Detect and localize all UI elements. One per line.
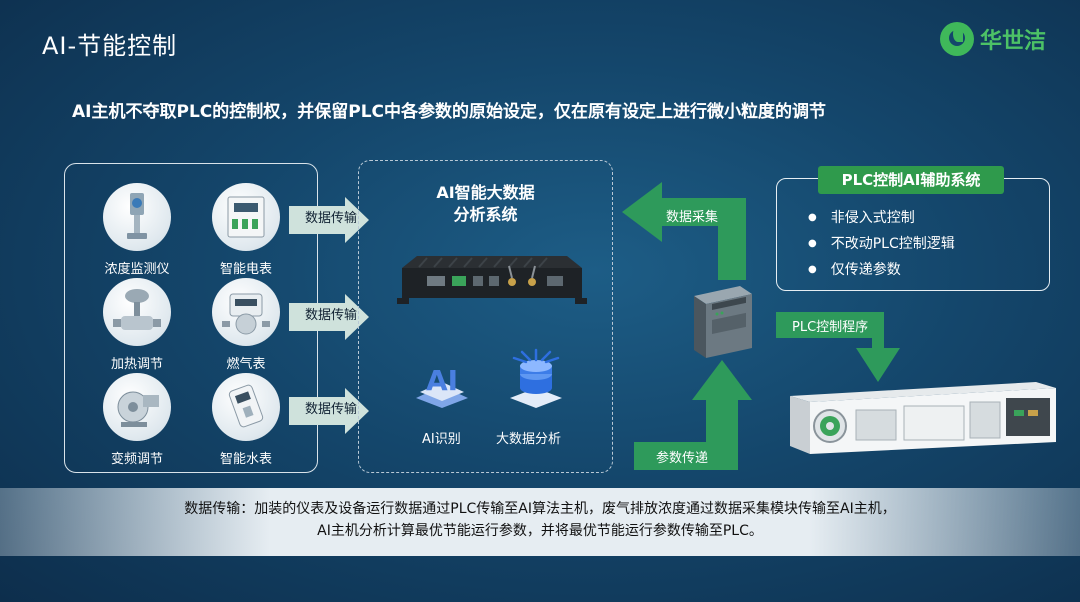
device-concentration-monitor: 浓度监测仪 bbox=[92, 183, 182, 277]
plc-assist-item: 仅传递参数 bbox=[808, 258, 955, 284]
page-title: AI-节能控制 bbox=[42, 26, 177, 61]
transfer-arrow-2: 数据传输 bbox=[289, 294, 369, 344]
device-label: 变频调节 bbox=[92, 448, 182, 467]
device-label: 智能水表 bbox=[201, 448, 291, 467]
data-collect-arrow bbox=[622, 182, 752, 282]
brand-name: 华世洁 bbox=[980, 23, 1046, 55]
bottom-description-line1: 数据传输：加装的仪表及设备运行数据通过PLC传输至AI算法主机，废气排放浓度通过… bbox=[0, 498, 1080, 520]
transfer-label: 数据传输 bbox=[305, 398, 357, 417]
ai-host-computer-icon bbox=[397, 246, 587, 320]
device-label: 燃气表 bbox=[201, 353, 291, 372]
transfer-label: 数据传输 bbox=[305, 207, 357, 226]
device-label: 浓度监测仪 bbox=[92, 258, 182, 277]
bottom-description: 数据传输：加装的仪表及设备运行数据通过PLC传输至AI算法主机，废气排放浓度通过… bbox=[0, 498, 1080, 542]
bottom-description-line2: AI主机分析计算最优节能运行参数，并将最优节能运行参数传输至PLC。 bbox=[0, 520, 1080, 542]
ai-system-title: AI智能大数据 分析系统 bbox=[358, 182, 613, 226]
equipment-cabinet-icon bbox=[786, 380, 1058, 460]
plc-program-label: PLC控制程序 bbox=[792, 316, 868, 335]
device-vfd: 变频调节 bbox=[92, 373, 182, 467]
ai-glyph: AI bbox=[426, 364, 458, 397]
heating-valve-icon bbox=[103, 278, 171, 346]
data-collect-label: 数据采集 bbox=[666, 206, 718, 225]
brand-logo: 华世洁 bbox=[940, 22, 1046, 56]
bigdata-label: 大数据分析 bbox=[496, 428, 561, 447]
water-meter-icon bbox=[212, 373, 280, 441]
plc-assist-list: 非侵入式控制 不改动PLC控制逻辑 仅传递参数 bbox=[808, 206, 955, 284]
leaf-globe-icon bbox=[940, 22, 974, 56]
ai-recognition-label: AI识别 bbox=[422, 428, 461, 447]
transfer-arrow-1: 数据传输 bbox=[289, 197, 369, 247]
device-label: 加热调节 bbox=[92, 353, 182, 372]
param-transfer-label: 参数传递 bbox=[656, 447, 708, 466]
plc-assist-item: 不改动PLC控制逻辑 bbox=[808, 232, 955, 258]
transfer-label: 数据传输 bbox=[305, 304, 357, 323]
plc-assist-header: PLC控制AI辅助系统 bbox=[818, 166, 1004, 194]
ai-system-title-line2: 分析系统 bbox=[358, 204, 613, 226]
transfer-arrow-3: 数据传输 bbox=[289, 388, 369, 438]
concentration-monitor-icon bbox=[103, 183, 171, 251]
smart-meter-icon bbox=[212, 183, 280, 251]
gas-meter-icon bbox=[212, 278, 280, 346]
plc-module-icon bbox=[684, 284, 754, 364]
device-water-meter: 智能水表 bbox=[201, 373, 291, 467]
device-gas-meter: 燃气表 bbox=[201, 278, 291, 372]
device-label: 智能电表 bbox=[201, 258, 291, 277]
vfd-fan-icon bbox=[103, 373, 171, 441]
bigdata-database-icon bbox=[508, 348, 564, 412]
ai-recognition-icon: AI bbox=[414, 352, 470, 412]
subtitle: AI主机不夺取PLC的控制权，并保留PLC中各参数的原始设定，仅在原有设定上进行… bbox=[72, 97, 826, 122]
ai-system-title-line1: AI智能大数据 bbox=[358, 182, 613, 204]
device-heating: 加热调节 bbox=[92, 278, 182, 372]
device-smart-meter: 智能电表 bbox=[201, 183, 291, 277]
plc-assist-item: 非侵入式控制 bbox=[808, 206, 955, 232]
